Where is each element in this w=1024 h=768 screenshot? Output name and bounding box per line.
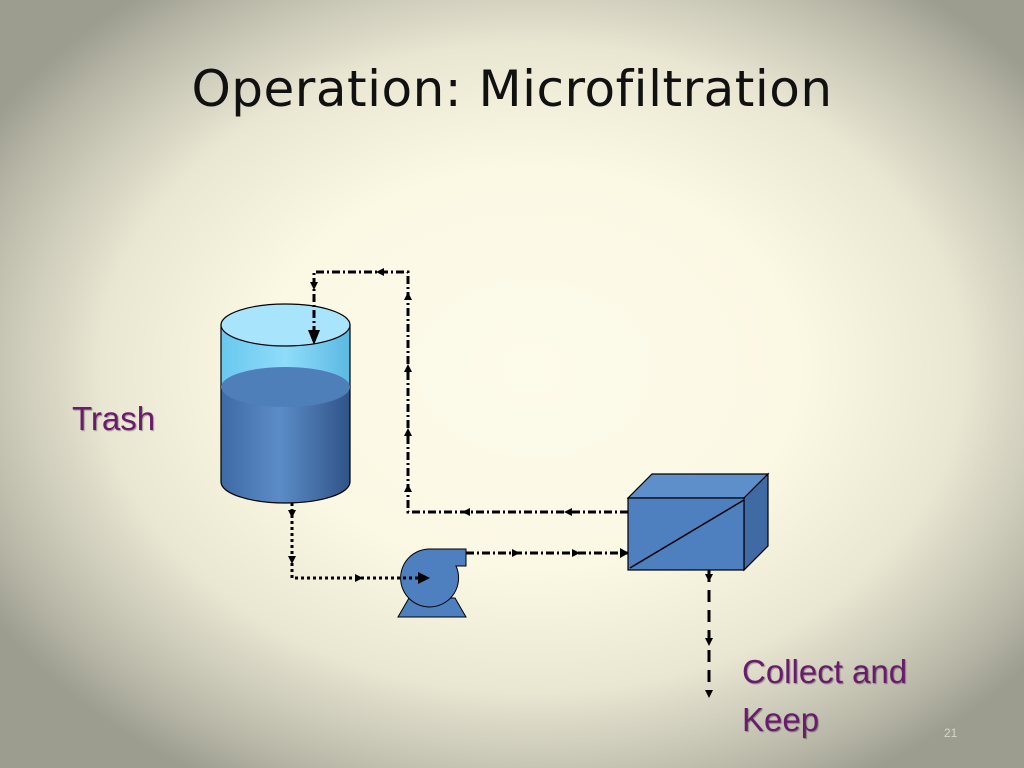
flow-arrow-icon	[310, 282, 318, 290]
feed-tank	[220, 303, 351, 504]
slide-number: 21	[944, 726, 958, 740]
flow-arrow-icon	[288, 556, 296, 564]
collect-and-keep-label: Collect and Keep	[742, 648, 907, 744]
flow-arrow-icon	[355, 574, 363, 582]
flow-arrow-icon	[705, 638, 713, 646]
flow-arrow-icon	[418, 572, 430, 584]
collect-label-line-2: Keep	[742, 701, 820, 738]
flow-arrow-icon	[462, 508, 470, 516]
flow-arrow-icon	[705, 690, 713, 698]
microfiltration-module	[626, 472, 770, 572]
flow-arrow-icon	[620, 548, 629, 558]
page-title: Operation: Microfiltration	[191, 60, 833, 118]
collect-label-line-1: Collect and	[742, 653, 908, 690]
flow-arrow-icon	[404, 484, 412, 492]
flow-arrow-icon	[404, 292, 412, 300]
pump	[397, 548, 467, 618]
flow-arrow-icon	[512, 549, 520, 557]
flow-arrow-icon	[308, 330, 320, 345]
flow-arrow-icon	[376, 268, 384, 276]
flow-tank-to-pump	[290, 503, 424, 580]
flow-arrow-icon	[288, 510, 296, 518]
trash-label: Trash	[72, 400, 156, 437]
flow-arrow-icon	[404, 364, 412, 372]
flow-arrow-icon	[572, 549, 580, 557]
flow-arrow-icon	[404, 428, 412, 436]
flow-arrow-icon	[705, 574, 713, 582]
flow-retentate-return	[312, 270, 628, 514]
flow-arrow-icon	[564, 508, 572, 516]
membrane-line	[629, 499, 745, 569]
